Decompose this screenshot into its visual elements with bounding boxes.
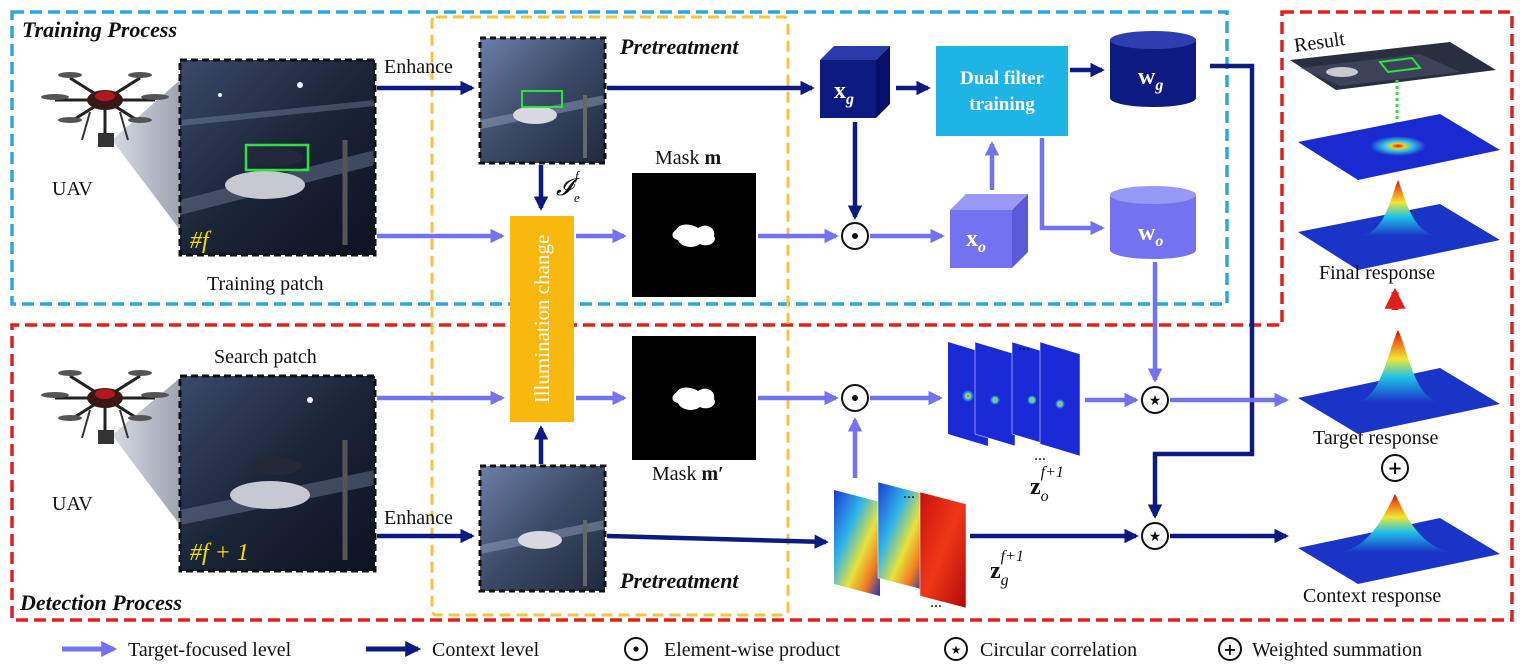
frame-label-top: #f [190,228,212,254]
result-label: Result [1293,28,1347,57]
wg-cylinder [1110,31,1196,107]
enhance-label-bottom: Enhance [384,507,453,529]
svg-text:+: + [1223,640,1236,659]
mask-m-image [632,173,756,297]
wo-label: wo [1138,220,1163,250]
training-patch-label: Training patch [207,273,323,295]
wg-label: wg [1138,64,1163,94]
xo-cube [950,194,1028,268]
pretreatment-title-bottom: Pretreatment [619,568,739,593]
legend-element-wise-icon [624,637,648,661]
wo-cylinder [1110,186,1196,259]
arrow-wg-to-correlation [1147,63,1255,519]
uav-top-label: UAV [52,178,93,200]
uav-top-icon [41,72,180,230]
training-region-frame [10,10,1229,306]
search-patch-label: Search patch [214,346,317,368]
final-response-surface [1298,180,1500,270]
element-wise-op-top [841,222,869,250]
xo-label: xo [966,226,986,256]
uav-bottom-icon [41,370,180,525]
context-response-surface [1298,494,1500,584]
svg-text:★: ★ [1149,393,1162,409]
svg-text:★: ★ [951,643,962,657]
legend-circular-icon: ★ [944,637,968,661]
xg-label: xg [834,78,854,108]
svg-text:★: ★ [1149,529,1162,545]
uav-bottom-label: UAV [52,493,93,515]
enhanced-frame-sup: f [575,168,581,183]
xg-cube [820,46,890,118]
zo-dots-bottom: ... [1034,447,1046,464]
circular-correlation-op-bottom: ★ [1141,522,1169,550]
illumination-change-label: Illumination change [530,235,554,404]
pretreatment-region-frame [430,15,790,617]
pretreatment-title-top: Pretreatment [619,34,739,59]
svg-text:+: + [1387,458,1402,479]
legend-target-label: Target-focused level [128,639,292,661]
zo-feature-stack [948,341,1081,457]
arrow-enhanced-to-zg [606,533,829,549]
zg-feature-stack [834,481,967,609]
result-image [1290,42,1496,90]
zo-dots-top: ... [1018,337,1030,354]
dual-filter-line2: training [969,94,1035,115]
enhance-label-top: Enhance [384,56,453,78]
target-response-label: Target response [1313,427,1439,449]
legend-context-label: Context level [432,639,540,661]
target-response-surface [1298,330,1500,434]
weighted-summation-op: + [1381,454,1409,482]
dual-filter-line1: Dual filter [960,68,1044,89]
zo-label: zof+1 [1030,464,1064,505]
mask-m-prime-label: Mask m′ [652,463,724,485]
mask-m-prime-image [632,336,756,460]
zg-dots-top: ... [903,485,915,502]
legend-element-wise-label: Element-wise product [664,639,840,661]
dual-filter-training-box [936,46,1068,136]
mask-m-label: Mask m [655,147,721,169]
training-patch-image [178,58,377,257]
zg-label: zgf+1 [990,548,1024,589]
legend: Target-focused level Context level Eleme… [62,637,1422,661]
enhanced-image-top [478,36,607,165]
enhanced-image-bottom [478,464,607,593]
circular-correlation-op-top: ★ [1141,386,1169,414]
illumination-change-block [510,216,574,422]
search-patch-image [178,374,377,573]
detection-process-title: Detection Process [19,590,182,615]
legend-circular-label: Circular correlation [980,639,1137,661]
training-process-title: Training Process [22,17,177,42]
legend-weighted-icon: + [1218,637,1242,661]
final-response-label: Final response [1319,262,1435,284]
final-response-heatmap [1298,114,1500,180]
enhanced-frame-sub: e [574,190,580,205]
context-response-label: Context response [1303,585,1441,607]
element-wise-op-bottom [841,384,869,412]
frame-label-bottom: #f + 1 [190,540,249,566]
legend-weighted-label: Weighted summation [1252,639,1422,661]
zg-dots-bottom: ... [930,594,942,611]
arrow-dual-to-wo [1039,138,1105,236]
